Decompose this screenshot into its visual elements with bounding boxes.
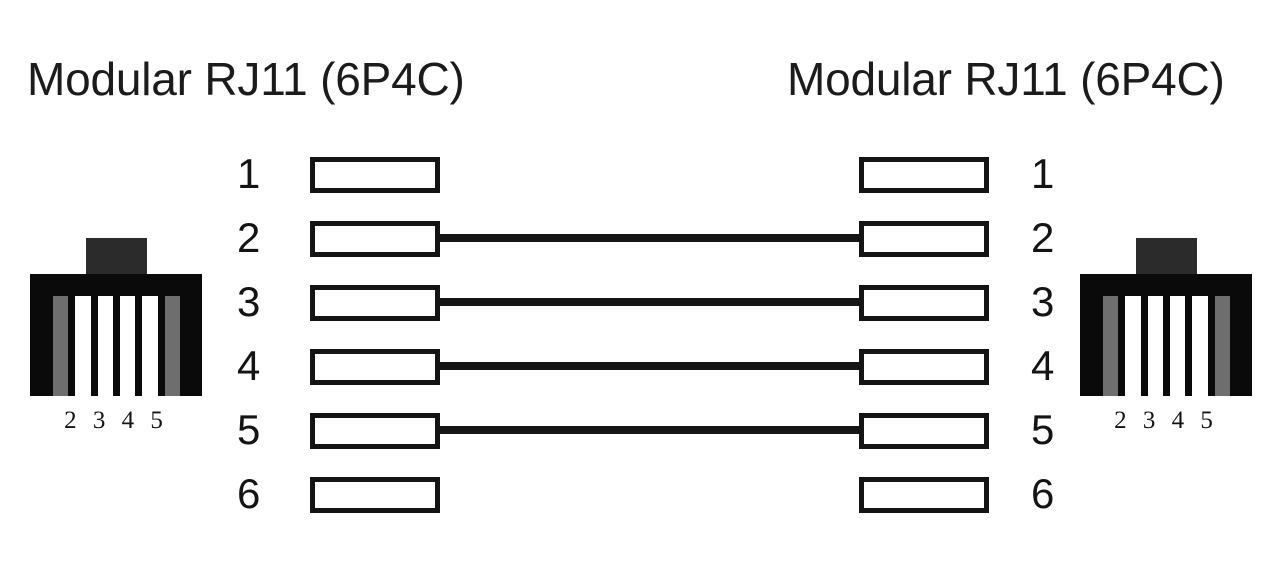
left-pin-number-6: 6 (237, 470, 261, 517)
right-pin-number-5: 5 (1031, 406, 1055, 453)
left-contact-slot-5 (310, 405, 440, 469)
connector-pin-2 (1125, 296, 1141, 396)
left-pin-number-1: 1 (237, 150, 261, 197)
left-pin-number-5: 5 (237, 406, 261, 453)
right-pin-number-4: 4 (1031, 342, 1055, 389)
left-contact-slot-2 (310, 213, 440, 277)
left-contact-slot-6 (310, 469, 440, 533)
left-contact-box-4 (310, 349, 440, 385)
right-pin-number-6: 6 (1031, 470, 1055, 517)
connector-latch-tab-icon (86, 238, 147, 276)
right-contact-slot-2 (859, 213, 989, 277)
left-contact-box-1 (310, 157, 440, 193)
left-contact-slot-4 (310, 341, 440, 405)
left-connector-pin-labels: 2 3 4 5 (64, 407, 168, 434)
left-pin-number-column: 1 2 3 4 5 6 (237, 149, 281, 533)
right-contact-box-4 (859, 349, 989, 385)
right-pin-number-1: 1 (1031, 150, 1055, 197)
right-contact-slot-4 (859, 341, 989, 405)
left-contact-slot-1 (310, 149, 440, 213)
right-rj11-connector-icon: 2 3 4 5 (1072, 238, 1262, 438)
left-contact-box-5 (310, 413, 440, 449)
connector-pin-3 (97, 296, 113, 396)
right-pin-number-column: 1 2 3 4 5 6 (1031, 149, 1075, 533)
wire-bundle (437, 149, 862, 533)
right-contact-slot-1 (859, 149, 989, 213)
connector-pin-1 (53, 296, 69, 396)
connector-body (30, 274, 202, 396)
left-pin-number-3: 3 (237, 278, 261, 325)
left-rj11-connector-icon: 2 3 4 5 (22, 238, 212, 438)
wire-pin-2 (437, 234, 862, 242)
connector-pin-2 (75, 296, 91, 396)
right-contact-box-1 (859, 157, 989, 193)
left-pin-number-2: 2 (237, 214, 261, 261)
connector-pin-4 (119, 296, 136, 396)
right-connector-title: Modular RJ11 (6P4C) (787, 53, 1225, 105)
left-contact-slot-3 (310, 277, 440, 341)
connector-pin-3 (1147, 296, 1163, 396)
connector-pin-1 (1103, 296, 1119, 396)
wire-pin-5 (437, 426, 862, 434)
left-contact-box-2 (310, 221, 440, 257)
connector-pin-slots (53, 296, 180, 396)
right-contact-box-6 (859, 477, 989, 513)
right-contact-box-3 (859, 285, 989, 321)
connector-pin-slots (1103, 296, 1230, 396)
wire-pin-3 (437, 298, 862, 306)
right-pin-number-2: 2 (1031, 214, 1055, 261)
right-contact-box-2 (859, 221, 989, 257)
left-contact-box-6 (310, 477, 440, 513)
right-contact-slot-6 (859, 469, 989, 533)
left-pin-number-4: 4 (237, 342, 261, 389)
connector-pin-4 (1169, 296, 1186, 396)
right-contact-slot-3 (859, 277, 989, 341)
connector-pin-6 (1214, 296, 1230, 396)
right-contact-slot-5 (859, 405, 989, 469)
connector-pin-6 (164, 296, 180, 396)
left-connector-title: Modular RJ11 (6P4C) (27, 53, 465, 105)
right-contact-column (859, 149, 989, 533)
right-pin-number-3: 3 (1031, 278, 1055, 325)
right-contact-box-5 (859, 413, 989, 449)
wire-pin-4 (437, 362, 862, 370)
connector-body (1080, 274, 1252, 396)
left-contact-column (310, 149, 440, 533)
right-connector-pin-labels: 2 3 4 5 (1114, 407, 1218, 434)
left-contact-box-3 (310, 285, 440, 321)
connector-pin-5 (142, 296, 158, 396)
connector-latch-tab-icon (1136, 238, 1197, 276)
connector-pin-5 (1192, 296, 1208, 396)
